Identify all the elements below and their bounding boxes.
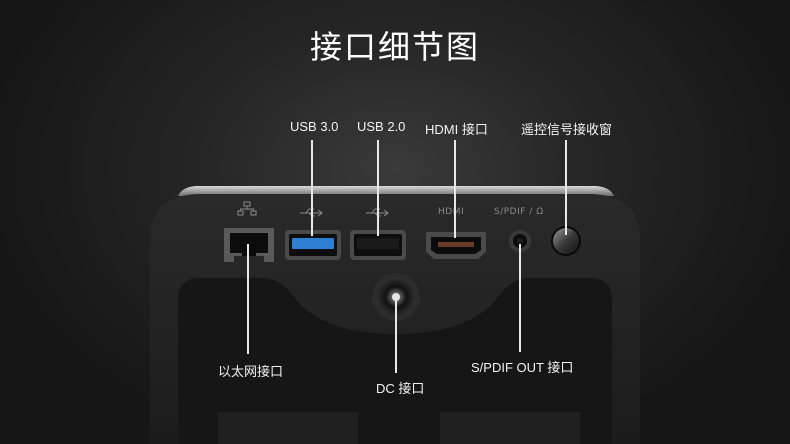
- spdif-device-caption: S/PDIF / Ω: [494, 207, 544, 217]
- usb3-port: [285, 230, 341, 260]
- usb2-port: [350, 230, 406, 260]
- label-spdif: S/PDIF OUT 接口: [471, 360, 574, 375]
- label-dc: DC 接口: [376, 381, 425, 396]
- network-icon: [237, 201, 257, 216]
- label-usb20: USB 2.0: [357, 119, 406, 134]
- spdif-port: [509, 230, 531, 252]
- ir-receiver-window: [551, 226, 581, 256]
- callout-line-usb20: [377, 140, 379, 236]
- callout-line-ethernet: [247, 244, 249, 354]
- vent-left: [218, 412, 358, 444]
- hdmi-device-caption: HDMI: [438, 207, 465, 217]
- ethernet-port: [224, 228, 274, 262]
- label-hdmi: HDMI 接口: [425, 122, 488, 137]
- callout-line-hdmi: [454, 140, 456, 238]
- vent-right: [440, 412, 580, 444]
- callout-line-dc: [395, 297, 397, 373]
- device-top-rim: [178, 186, 614, 196]
- page-title: 接口细节图: [309, 28, 480, 66]
- label-ethernet: 以太网接口: [218, 364, 284, 379]
- hdmi-port: [426, 232, 486, 259]
- callout-line-usb30: [311, 140, 313, 236]
- label-ir-window: 遥控信号接收窗: [521, 122, 613, 137]
- label-usb30: USB 3.0: [290, 119, 339, 134]
- callout-line-ir: [565, 140, 567, 235]
- callout-line-spdif: [519, 244, 521, 352]
